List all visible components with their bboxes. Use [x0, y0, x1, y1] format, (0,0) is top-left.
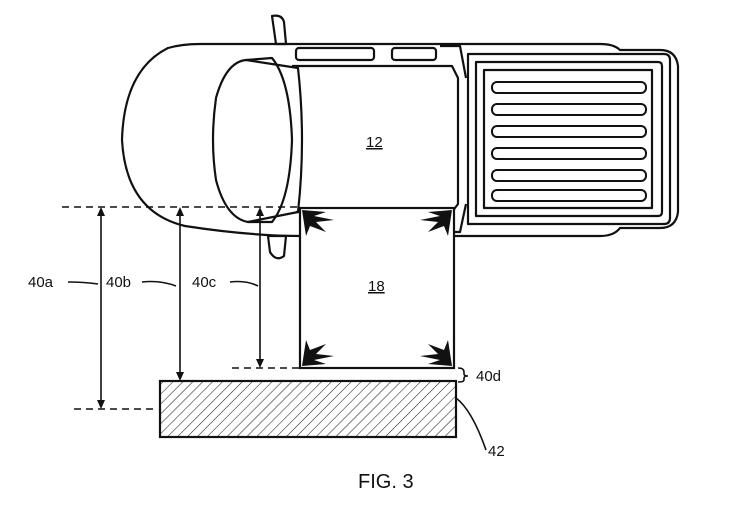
- label-40c: 40c: [192, 274, 217, 291]
- label-vehicle-12: 12: [366, 134, 383, 151]
- dimension-lines: [62, 206, 487, 451]
- figure-caption: FIG. 3: [358, 471, 414, 493]
- truck-bed-slats: [491, 81, 647, 202]
- label-40b: 40b: [106, 274, 131, 291]
- label-40d: 40d: [476, 368, 501, 385]
- label-object-18: 18: [368, 278, 385, 295]
- corner-markers: [302, 210, 452, 366]
- vehicle-outline: [120, 14, 680, 260]
- object-box: [298, 206, 456, 370]
- dimension-arrowheads: [97, 207, 264, 409]
- label-40a: 40a: [28, 274, 54, 291]
- barrier-hatched: [158, 379, 458, 439]
- label-barrier-42: 42: [488, 443, 505, 460]
